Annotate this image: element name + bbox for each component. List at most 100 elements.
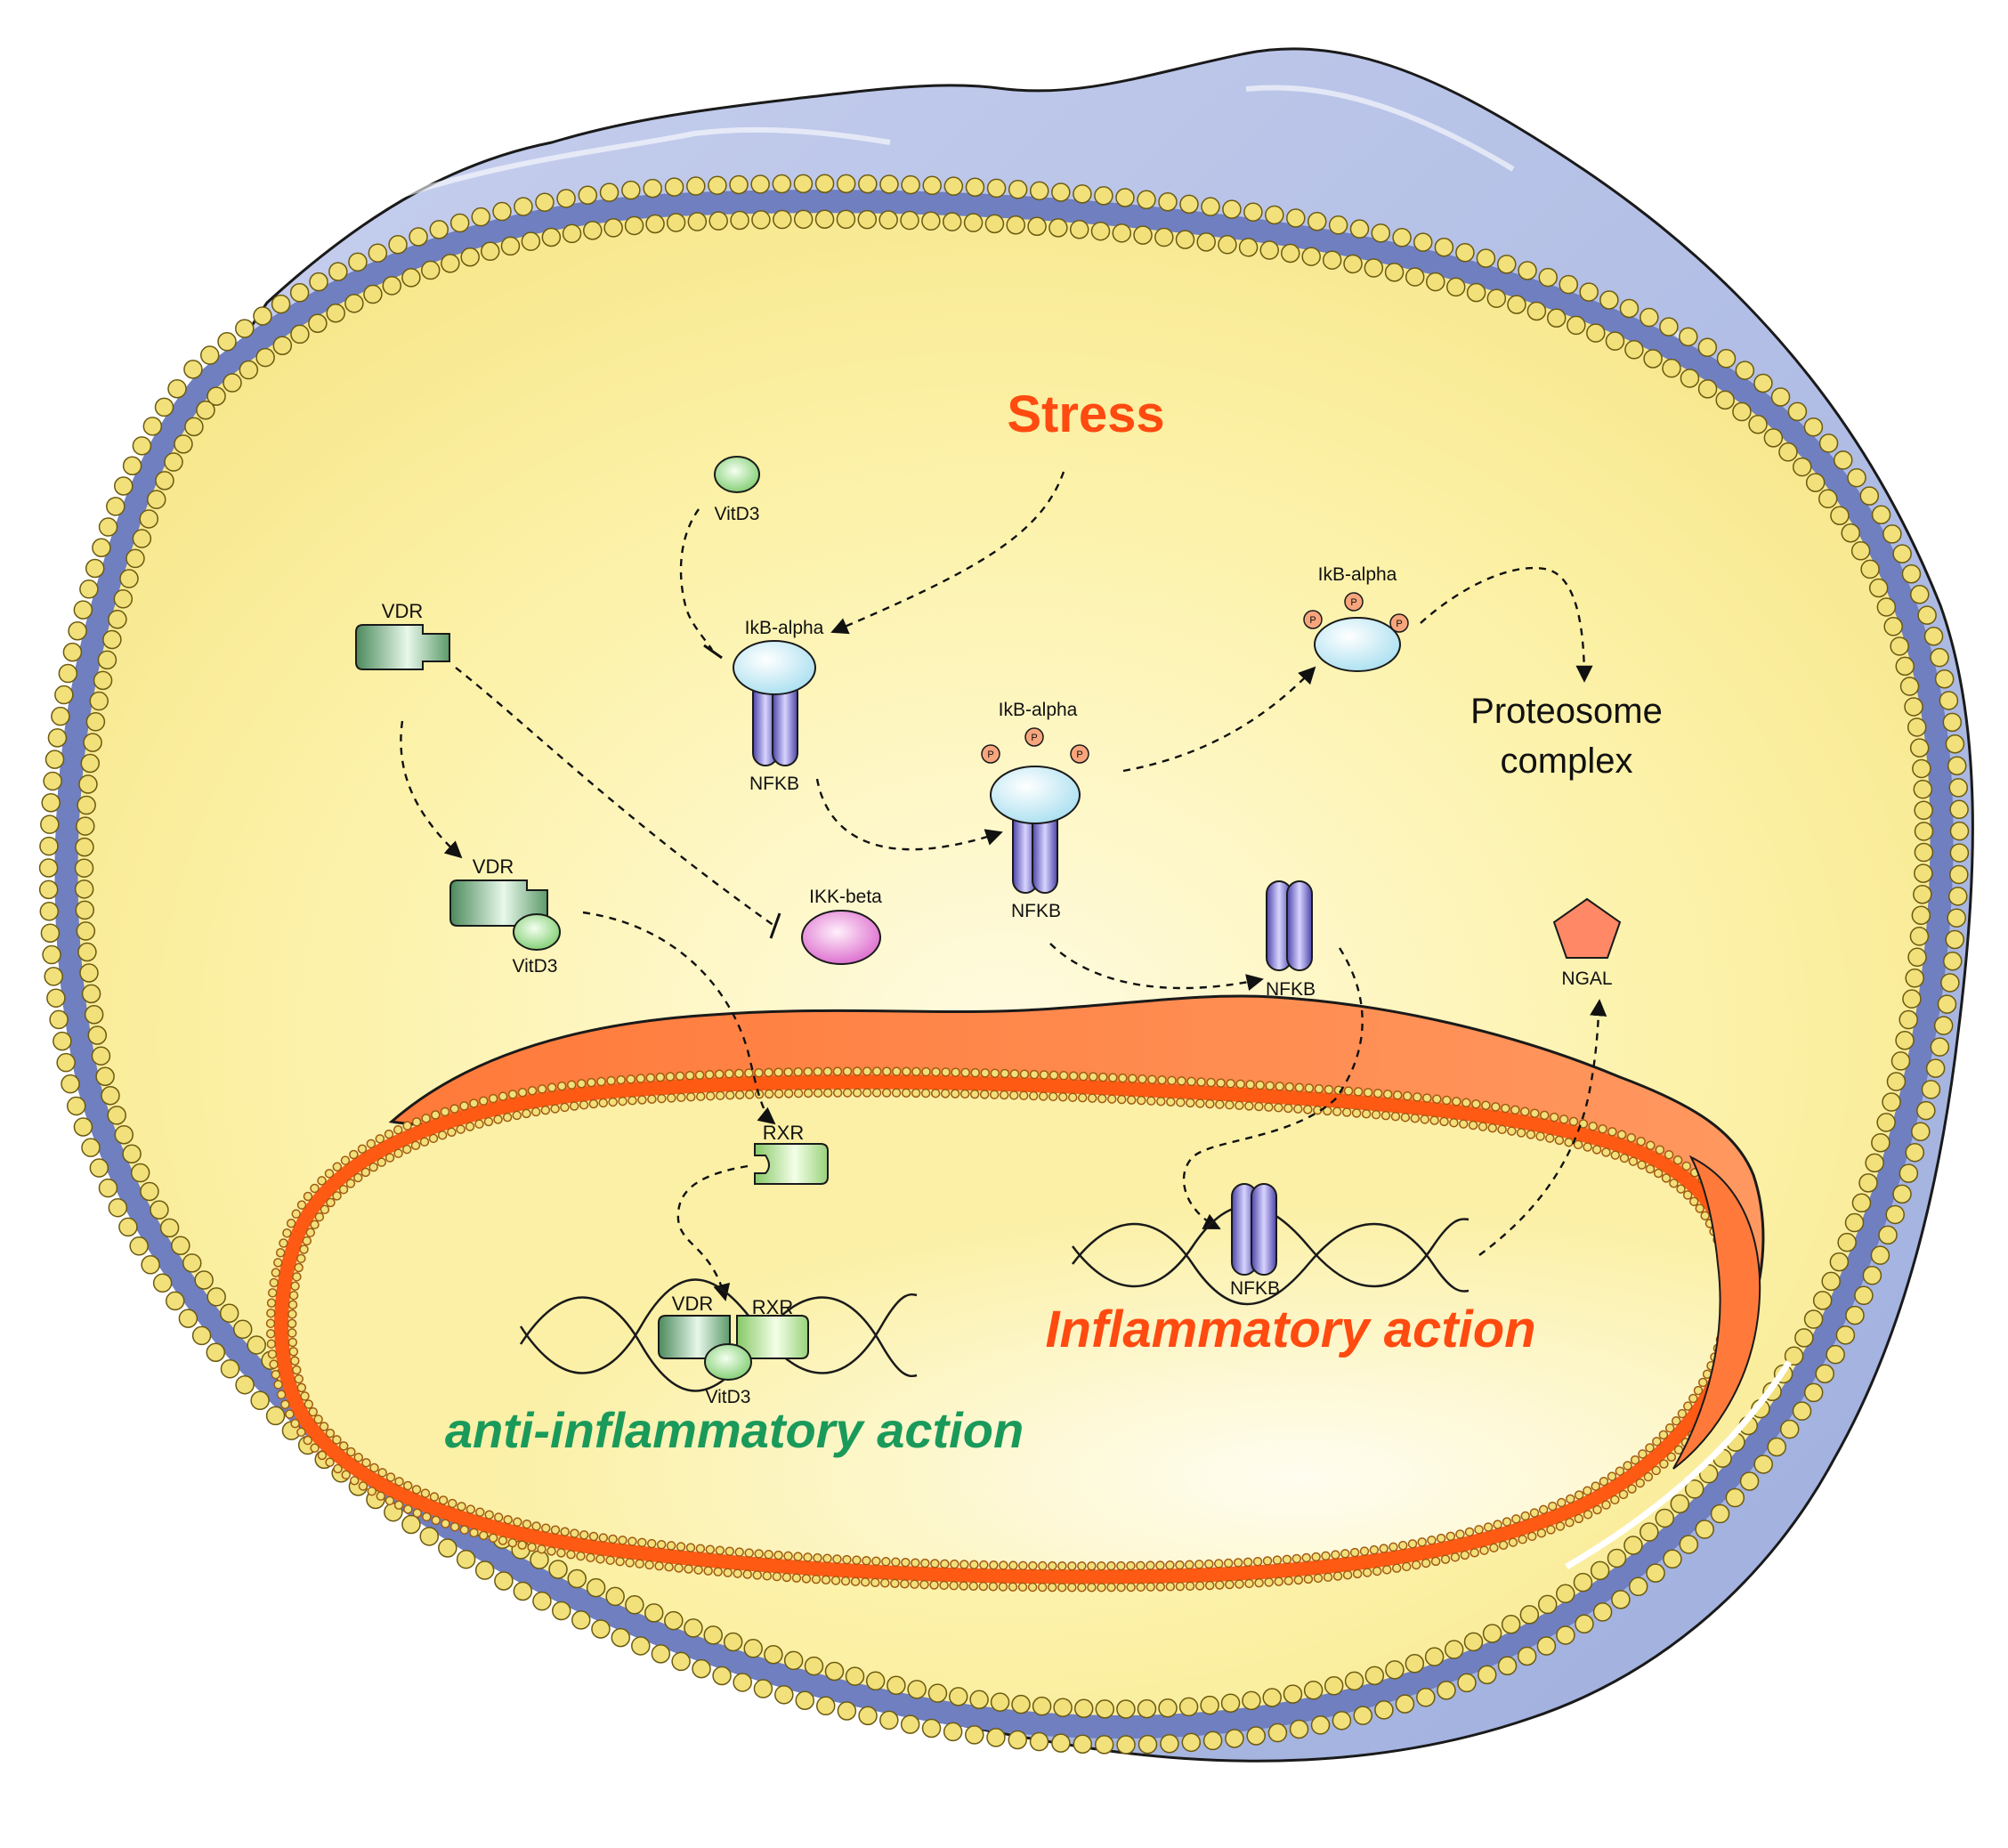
membrane-bead xyxy=(1619,298,1640,319)
membrane-bead xyxy=(1058,1071,1069,1081)
phosphate-group: P xyxy=(981,744,1000,764)
membrane-bead xyxy=(862,1066,872,1076)
membrane-bead xyxy=(1497,1656,1518,1675)
membrane-bead xyxy=(500,236,521,256)
membrane-bead xyxy=(1643,1471,1654,1482)
membrane-bead xyxy=(1449,1117,1459,1128)
membrane-bead xyxy=(1077,1560,1087,1571)
membrane-bead xyxy=(1262,1556,1273,1566)
membrane-bead xyxy=(74,858,94,878)
membrane-bead xyxy=(900,210,919,231)
membrane-bead xyxy=(1455,242,1475,263)
membrane-bead xyxy=(1283,1103,1293,1114)
membrane-bead xyxy=(493,1512,504,1522)
membrane-bead xyxy=(921,1066,931,1077)
membrane-bead xyxy=(92,538,111,557)
membrane-bead xyxy=(1186,1076,1196,1087)
membrane-bead xyxy=(304,1399,314,1409)
membrane-bead xyxy=(79,580,99,599)
membrane-bead xyxy=(1385,1660,1405,1680)
membrane-bead xyxy=(303,1435,312,1446)
membrane-bead xyxy=(1672,1155,1683,1165)
membrane-bead xyxy=(822,1088,833,1098)
membrane-bead xyxy=(1655,1145,1665,1155)
membrane-bead xyxy=(1607,1471,1617,1481)
membrane-bead xyxy=(1215,1580,1225,1590)
membrane-bead xyxy=(1574,1513,1584,1524)
membrane-beads-outer xyxy=(38,174,1970,1755)
membrane-bead xyxy=(930,1088,941,1098)
membrane-bead xyxy=(449,213,470,233)
membrane-bead xyxy=(1664,1149,1674,1160)
membrane-bead xyxy=(287,1309,297,1319)
membrane-bead xyxy=(754,1067,764,1078)
membrane-bead xyxy=(1027,216,1047,236)
membrane-bead xyxy=(1826,1344,1845,1365)
membrane-bead xyxy=(685,1543,696,1552)
membrane-bead xyxy=(628,1536,637,1546)
membrane-bead xyxy=(608,1534,618,1544)
membrane-bead xyxy=(76,921,96,941)
membrane-bead xyxy=(388,235,408,255)
membrane-bead xyxy=(527,1542,537,1552)
membrane-bead xyxy=(1652,1437,1662,1447)
membrane-bead xyxy=(317,1176,327,1186)
membrane-bead xyxy=(774,1685,794,1705)
membrane-bead xyxy=(813,1088,823,1098)
membrane-bead xyxy=(813,1552,822,1563)
membrane-bead xyxy=(1486,288,1507,308)
membrane-bead xyxy=(1332,1106,1342,1116)
membrane-bead xyxy=(862,1088,872,1098)
membrane-bead xyxy=(1683,1401,1693,1411)
membrane-bead xyxy=(38,879,59,900)
membrane-bead xyxy=(1294,1082,1305,1092)
membrane-bead xyxy=(692,1658,711,1679)
membrane-bead xyxy=(1767,1437,1786,1457)
membrane-bead xyxy=(1627,1484,1637,1494)
membrane-bead xyxy=(129,1236,149,1256)
membrane-bead xyxy=(836,174,856,194)
membrane-bead xyxy=(290,1356,300,1366)
membrane-bead xyxy=(108,609,127,629)
membrane-bead xyxy=(1643,349,1663,369)
membrane-bead xyxy=(325,1428,336,1439)
membrane-bead xyxy=(1094,1735,1114,1755)
membrane-bead xyxy=(1535,1131,1545,1141)
membrane-bead xyxy=(1137,1698,1157,1719)
membrane-bead xyxy=(1106,1582,1116,1593)
membrane-bead xyxy=(959,1089,970,1099)
membrane-bead xyxy=(1732,401,1752,422)
membrane-bead xyxy=(38,858,59,878)
membrane-bead xyxy=(764,1644,783,1665)
membrane-bead xyxy=(1610,1150,1621,1160)
membrane-bead xyxy=(881,1557,891,1567)
membrane-bead xyxy=(862,1556,871,1566)
membrane-bead xyxy=(950,1559,959,1569)
membrane-bead xyxy=(1470,1548,1479,1558)
membrane-bead xyxy=(1947,756,1967,776)
membrane-bead xyxy=(695,1091,706,1101)
membrane-bead xyxy=(1501,1103,1510,1114)
membrane-bead xyxy=(310,1443,320,1453)
membrane-bead xyxy=(1303,1105,1313,1114)
membrane-bead xyxy=(1444,1640,1464,1659)
membrane-bead xyxy=(1638,1449,1648,1459)
membrane-bead xyxy=(666,213,686,232)
membrane-bead xyxy=(857,209,878,230)
membrane-bead xyxy=(93,670,113,691)
membrane-bead xyxy=(943,176,964,196)
membrane-bead xyxy=(929,1580,939,1590)
membrane-bead xyxy=(1204,1580,1215,1591)
membrane-bead xyxy=(1930,1037,1950,1057)
membrane-bead xyxy=(1659,1459,1669,1469)
membrane-bead xyxy=(324,1169,335,1179)
membrane-bead xyxy=(1223,1558,1234,1568)
membrane-bead xyxy=(645,214,665,234)
membrane-bead xyxy=(1362,1568,1372,1577)
membrane-bead xyxy=(605,1555,615,1566)
membrane-bead xyxy=(75,837,94,857)
membrane-bead xyxy=(1331,1550,1340,1560)
membrane-bead xyxy=(1601,1500,1611,1510)
membrane-bead xyxy=(1267,1722,1288,1743)
membrane-bead xyxy=(402,1121,412,1131)
